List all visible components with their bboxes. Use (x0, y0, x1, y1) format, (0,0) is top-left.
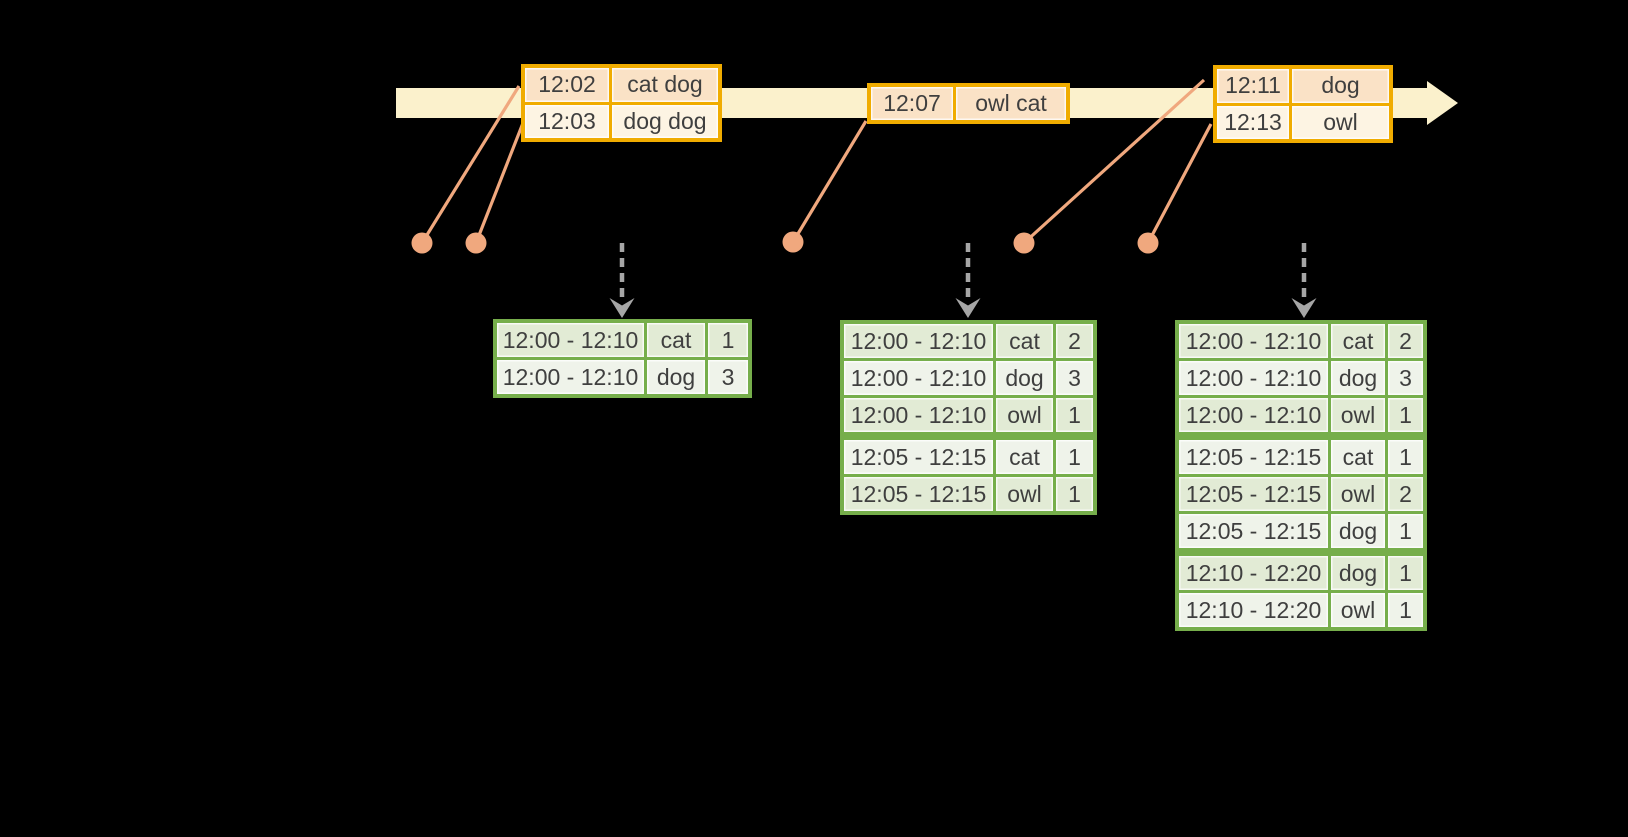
event-time-cell: 12:13 (1217, 105, 1289, 139)
result-count-cell: 1 (708, 323, 748, 357)
result-count-cell: 3 (708, 360, 748, 394)
result-window-cell: 12:00 - 12:10 (497, 360, 644, 394)
event-time-cell: 12:07 (871, 87, 953, 120)
result-window-cell: 12:05 - 12:15 (844, 440, 993, 474)
result-window-cell: 12:00 - 12:10 (1179, 361, 1328, 395)
result-count-cell: 2 (1388, 477, 1423, 511)
result-word-cell: dog (996, 361, 1053, 395)
result-window-cell: 12:00 - 12:10 (844, 398, 993, 432)
result-window-cell: 12:00 - 12:10 (844, 324, 993, 358)
result-count-cell: 2 (1056, 324, 1093, 358)
result-word-cell: dog (1331, 361, 1385, 395)
result-word-cell: cat (996, 440, 1053, 474)
result-window-cell: 12:00 - 12:10 (844, 361, 993, 395)
result-window-cell: 12:05 - 12:15 (1179, 440, 1328, 474)
timeline-arrowhead-icon (1427, 81, 1458, 125)
result-window-cell: 12:05 - 12:15 (1179, 477, 1328, 511)
result-word-cell: cat (996, 324, 1053, 358)
event-dot-icon (1013, 232, 1035, 254)
event-connector-lines (420, 78, 1213, 245)
result-word-cell: dog (647, 360, 705, 394)
event-words-cell: cat dog (612, 68, 718, 102)
event-words-cell: dog dog (612, 104, 718, 138)
result-word-cell: cat (1331, 440, 1385, 474)
event-line (1022, 78, 1206, 245)
event-line (474, 122, 525, 244)
result-window-cell: 12:10 - 12:20 (1179, 556, 1328, 590)
result-word-cell: owl (1331, 398, 1385, 432)
trigger-arrowhead-icon (609, 298, 635, 318)
result-word-cell: owl (1331, 593, 1385, 627)
event-time-cell: 12:03 (525, 104, 609, 138)
trigger-arrowhead-icon (955, 298, 981, 318)
result-count-cell: 1 (1388, 514, 1423, 548)
event-dot-icon (1137, 232, 1159, 254)
result-word-cell: dog (1331, 556, 1385, 590)
result-count-cell: 3 (1388, 361, 1423, 395)
result-window-cell: 12:05 - 12:15 (1179, 514, 1328, 548)
result-count-cell: 1 (1388, 593, 1423, 627)
event-words-cell: dog (1292, 69, 1389, 103)
trigger-arrowhead-icon (1291, 298, 1317, 318)
event-line (791, 120, 868, 243)
result-count-cell: 1 (1056, 477, 1093, 511)
event-words-cell: owl (1292, 105, 1389, 139)
result-word-cell: owl (996, 398, 1053, 432)
result-word-cell: cat (1331, 324, 1385, 358)
result-word-cell: owl (1331, 477, 1385, 511)
event-line (420, 85, 521, 244)
result-window-cell: 12:00 - 12:10 (497, 323, 644, 357)
event-dot-icon (411, 232, 433, 254)
result-word-cell: cat (647, 323, 705, 357)
result-window-cell: 12:00 - 12:10 (1179, 324, 1328, 358)
event-time-cell: 12:02 (525, 68, 609, 102)
trigger-dashed-lines (619, 243, 1307, 300)
event-words-cell: owl cat (956, 87, 1066, 120)
result-count-cell: 2 (1388, 324, 1423, 358)
event-line (1146, 123, 1213, 244)
result-word-cell: dog (1331, 514, 1385, 548)
event-dots (411, 231, 1159, 254)
result-window-cell: 12:10 - 12:20 (1179, 593, 1328, 627)
event-dot-icon (465, 232, 487, 254)
event-time-cell: 12:11 (1217, 69, 1289, 103)
trigger-arrowheads (609, 298, 1317, 318)
result-count-cell: 1 (1388, 398, 1423, 432)
result-count-cell: 1 (1056, 398, 1093, 432)
result-count-cell: 1 (1056, 440, 1093, 474)
result-count-cell: 3 (1056, 361, 1093, 395)
result-window-cell: 12:00 - 12:10 (1179, 398, 1328, 432)
result-window-cell: 12:05 - 12:15 (844, 477, 993, 511)
event-dot-icon (782, 231, 804, 253)
result-word-cell: owl (996, 477, 1053, 511)
result-count-cell: 1 (1388, 556, 1423, 590)
result-count-cell: 1 (1388, 440, 1423, 474)
